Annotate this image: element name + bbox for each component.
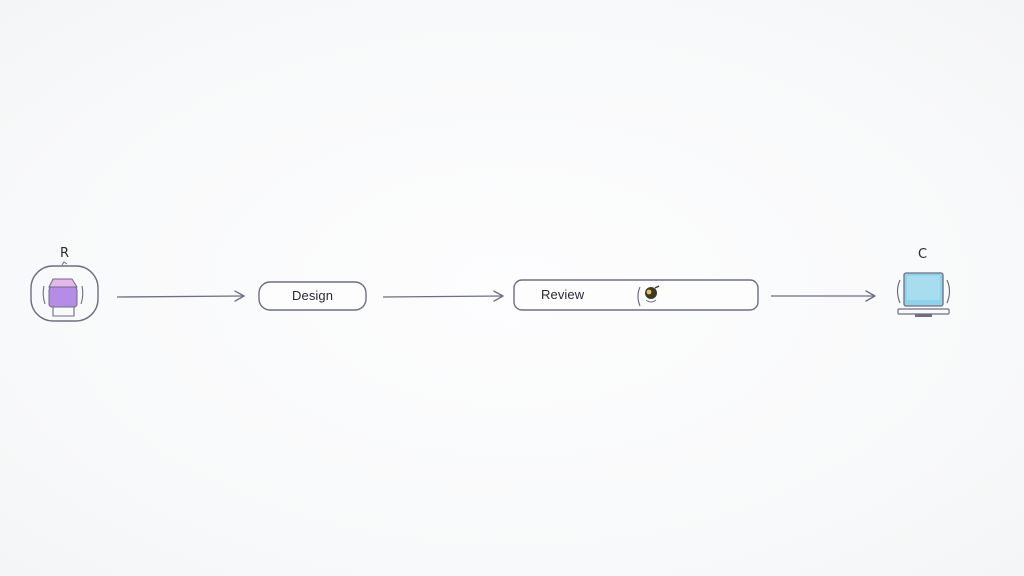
end-node[interactable] xyxy=(896,272,951,317)
person-avatar-icon xyxy=(42,261,84,317)
review-node[interactable] xyxy=(514,280,758,310)
review-node-label: Review xyxy=(541,287,585,302)
design-node-box xyxy=(258,281,367,311)
arrow-design-to-review xyxy=(382,290,504,302)
reviewer-badge-icon xyxy=(637,285,660,307)
design-node[interactable] xyxy=(259,282,366,310)
design-node-label: Design xyxy=(292,288,334,303)
arrow-start-to-design xyxy=(116,290,245,302)
computer-monitor-icon xyxy=(896,272,951,317)
review-node-box xyxy=(513,279,759,311)
start-node[interactable] xyxy=(30,261,99,322)
end-node-label: C xyxy=(918,247,928,262)
start-node-label: R xyxy=(60,246,70,261)
